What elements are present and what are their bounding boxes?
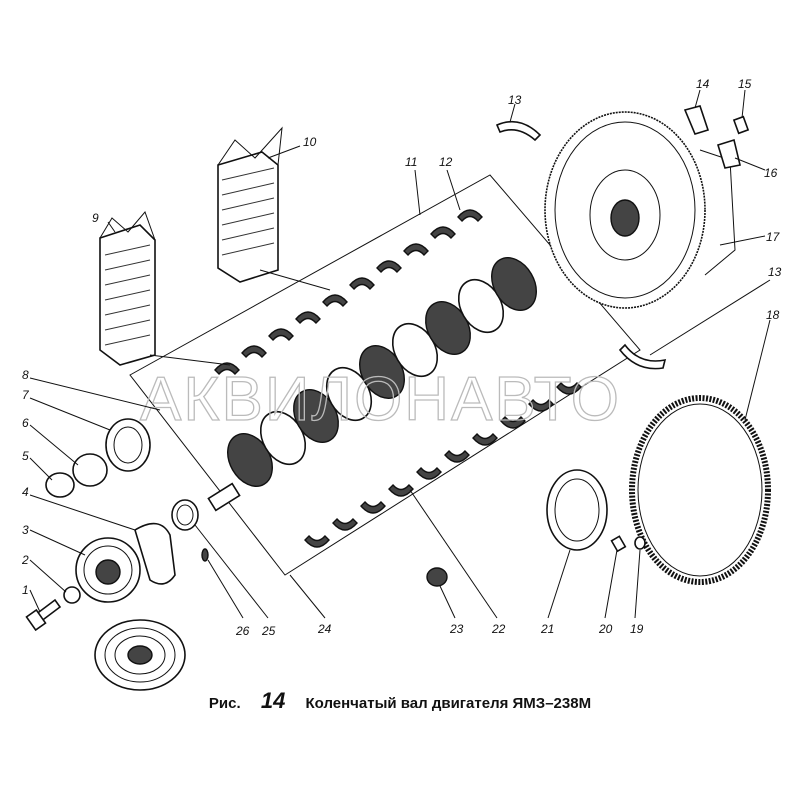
washer-2 (63, 586, 81, 604)
caption-title: Коленчатый вал двигателя ЯМЗ–238М (305, 695, 592, 712)
bearing-shell (403, 243, 429, 257)
callout-8: 8 (22, 368, 29, 382)
key-26 (201, 548, 209, 562)
bearing-shell (349, 277, 375, 291)
caption-prefix: Рис. (208, 695, 241, 712)
callout-23: 23 (449, 622, 464, 636)
bearing-shell (376, 260, 402, 274)
bearing-shell (360, 500, 386, 514)
callout-6: 6 (22, 416, 29, 430)
callout-17: 17 (766, 230, 781, 244)
callout-13: 13 (768, 265, 782, 279)
bearing-shell (444, 449, 470, 463)
crank-web (491, 257, 537, 311)
callout-14: 14 (696, 77, 710, 91)
bearing-shell (304, 534, 330, 548)
watermark: АКВИЛОНАВТО (140, 365, 621, 434)
flywheel-17 (544, 111, 736, 309)
thrust-half-ring-13-top (495, 120, 542, 142)
callout-5: 5 (22, 449, 29, 463)
callout-21: 21 (540, 622, 554, 636)
bearing-shell (268, 328, 294, 342)
bearing-shell (500, 415, 526, 429)
bolt-1 (25, 598, 62, 632)
bearing-shell (322, 294, 348, 308)
callout-16: 16 (764, 166, 778, 180)
ring-gear-18 (629, 395, 771, 585)
callout-11: 11 (405, 155, 417, 169)
rear-seal-21 (546, 469, 608, 551)
bearing-shell (295, 311, 321, 325)
bearing-shell (528, 398, 554, 412)
callout-1: 1 (22, 583, 29, 597)
washer-6 (72, 453, 108, 487)
bearing-box-10 (217, 126, 283, 283)
bearing-shell (472, 432, 498, 446)
callout-22: 22 (491, 622, 506, 636)
bearing-shell (416, 466, 442, 480)
gear-25 (171, 499, 199, 531)
callout-26: 26 (235, 624, 250, 638)
plate-16 (717, 138, 741, 169)
callout-20: 20 (598, 622, 613, 636)
callout-18: 18 (766, 308, 780, 322)
bolt-20 (610, 535, 627, 553)
washer-19 (634, 536, 646, 550)
callout-19: 19 (630, 622, 644, 636)
callout-15: 15 (738, 77, 752, 91)
callout-3: 3 (22, 523, 29, 537)
bearing-shell (556, 381, 582, 395)
thrust-half-ring-13-lower (618, 343, 667, 370)
upper-bearing-shells (214, 209, 483, 376)
lower-bearing-shells (304, 381, 582, 548)
figure-number: 14 (260, 688, 286, 713)
pulley-front (94, 619, 186, 691)
bearing-shell (388, 483, 414, 497)
callout-9: 9 (92, 211, 99, 225)
callout-24: 24 (317, 622, 332, 636)
bearing-shell (332, 517, 358, 531)
callout-25: 25 (261, 624, 276, 638)
lock-plate-5 (45, 472, 75, 498)
callout-12: 12 (439, 155, 453, 169)
plate-14 (683, 105, 710, 135)
callout-7: 7 (22, 388, 30, 402)
crankshaft-nose (207, 482, 241, 512)
bearing-shell (430, 226, 456, 240)
oil-seal-7 (105, 418, 151, 472)
pulley-3 (75, 537, 141, 603)
damper-hub-4 (134, 522, 176, 585)
leader-lines (29, 89, 771, 619)
crankshaft (207, 257, 537, 512)
nut-23 (426, 567, 448, 587)
callout-10: 10 (303, 135, 317, 149)
figure-caption: Рис. 14 Коленчатый вал двигателя ЯМЗ–238… (0, 688, 800, 714)
bearing-shell (457, 209, 483, 223)
bearing-shell (241, 345, 267, 359)
bolt-15 (732, 115, 750, 135)
callout-13: 13 (508, 93, 522, 107)
callout-2: 2 (21, 553, 29, 567)
callout-4: 4 (22, 485, 29, 499)
assembly-outline (129, 174, 641, 576)
bearing-box-9 (99, 211, 156, 366)
